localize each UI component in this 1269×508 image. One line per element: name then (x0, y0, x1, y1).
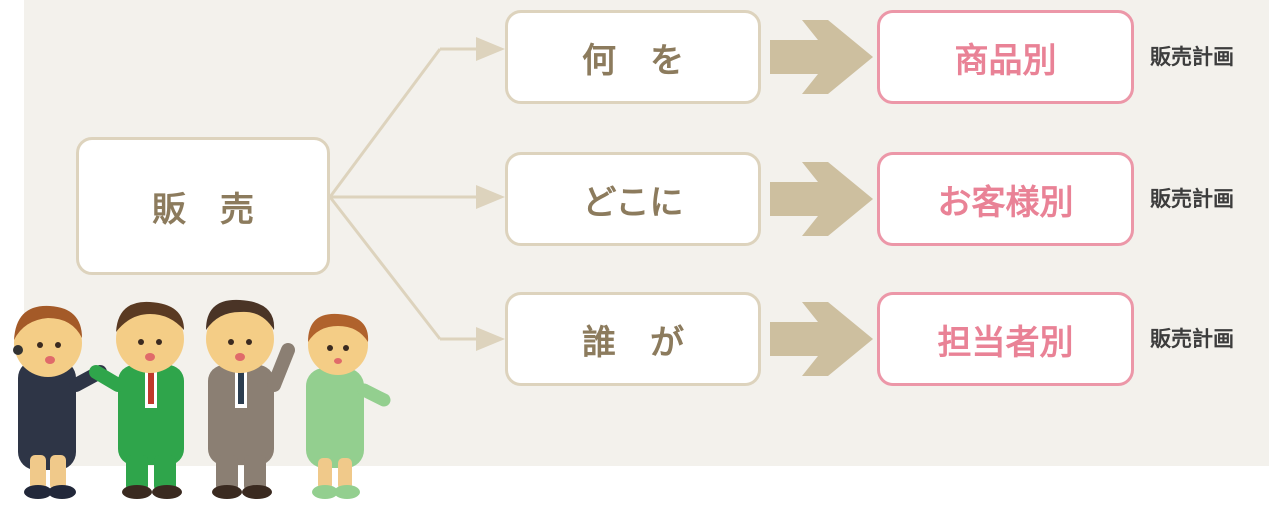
question-label: どこに (582, 182, 684, 223)
question-box-what: 何 を (505, 10, 761, 104)
question-box-who: 誰 が (505, 292, 761, 386)
block-arrow-2 (770, 162, 873, 236)
question-label: 何 を (582, 40, 684, 81)
arrow-head-3 (476, 327, 505, 351)
branch-line-1 (328, 48, 442, 198)
plan-label: 販売計画 (1150, 187, 1234, 211)
plan-label: 販売計画 (1150, 327, 1234, 351)
branch-line-3 (328, 196, 442, 340)
block-arrow-3 (770, 302, 873, 376)
result-label: 担当者別 (937, 322, 1074, 363)
root-label: 販 売 (152, 189, 254, 230)
result-label: お客様別 (937, 182, 1074, 223)
result-box-by-customer: お客様別 (877, 152, 1134, 246)
block-arrow-1 (770, 20, 873, 94)
plan-label: 販売計画 (1150, 45, 1234, 69)
question-label: 誰 が (582, 322, 684, 363)
figure-navy-woman (13, 305, 107, 499)
arrow-head-2 (476, 185, 505, 209)
figure-lightgreen-woman (306, 313, 391, 499)
result-box-by-staff: 担当者別 (877, 292, 1134, 386)
arrow-head-1 (476, 37, 505, 61)
figure-green-man (89, 301, 184, 499)
figure-grey-man (206, 299, 295, 499)
clay-figures-illustration (13, 299, 391, 499)
result-box-by-product: 商品別 (877, 10, 1134, 104)
root-node-sales: 販 売 (76, 137, 330, 275)
result-label: 商品別 (954, 40, 1057, 81)
question-box-where: どこに (505, 152, 761, 246)
